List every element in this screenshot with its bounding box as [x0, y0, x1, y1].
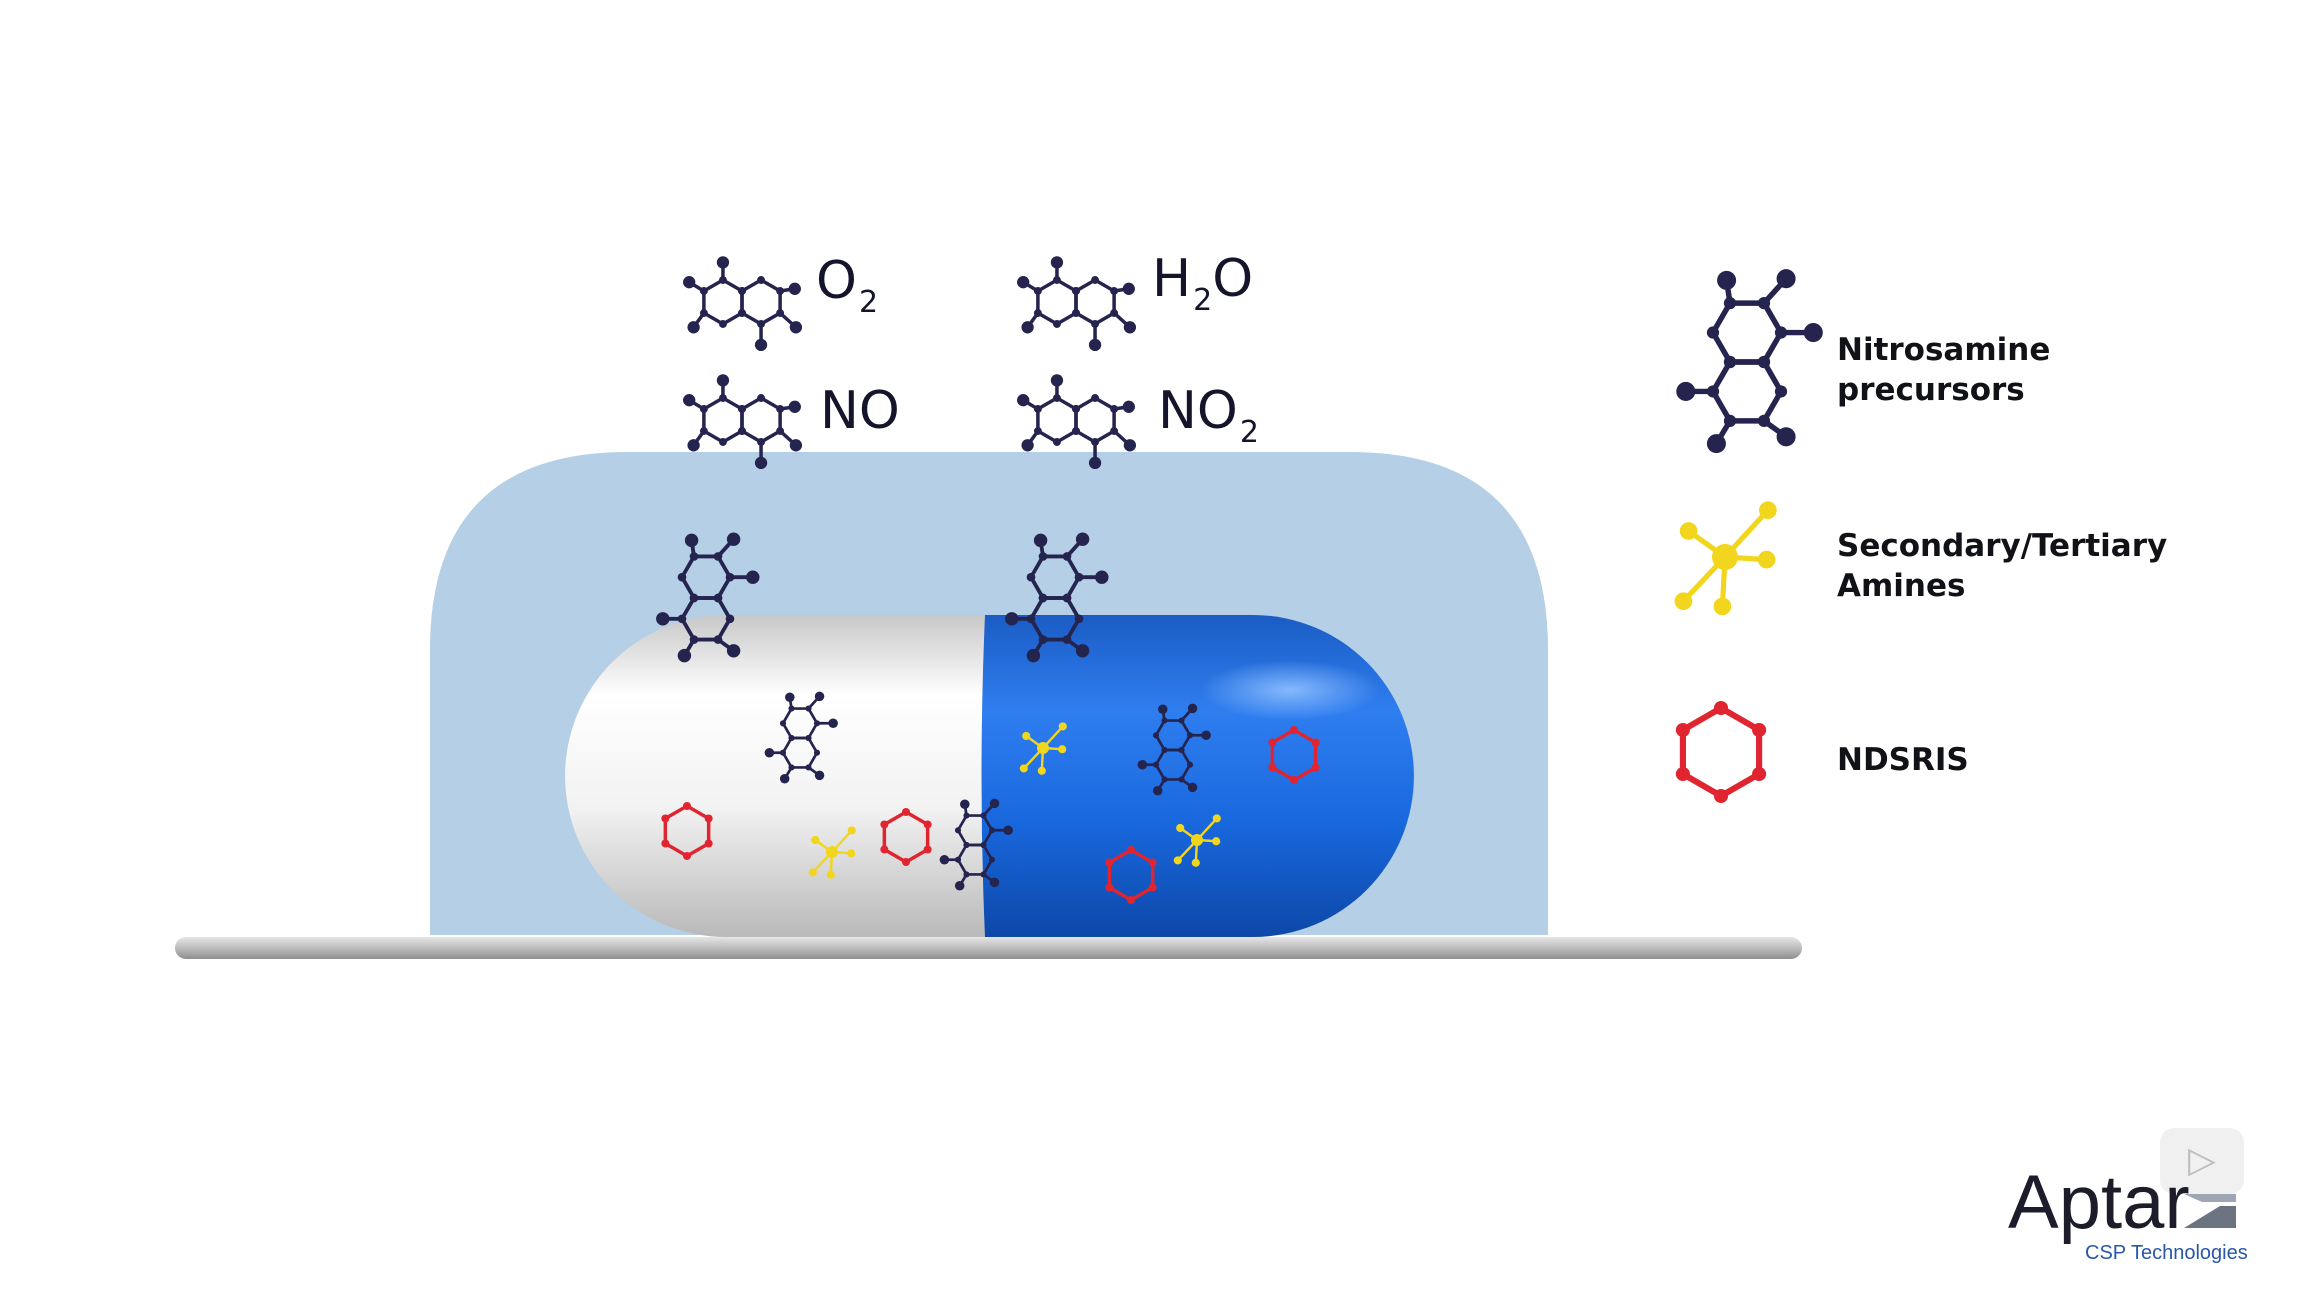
aptar-logo-text: Aptar [2008, 1160, 2190, 1245]
play-button[interactable]: ▷ [2160, 1128, 2244, 1194]
capsule-shine [1200, 660, 1380, 720]
legend-label-precursors: Nitrosamine precursors [1837, 330, 2050, 410]
nitrosamine-precursor-icon [1676, 269, 1823, 454]
nitrosamine-precursor-icon [939, 798, 1013, 891]
gas-label-nitric-oxide: NO [820, 385, 900, 437]
gas-oxygen-sub: 2 [858, 285, 879, 320]
ndsri-ring-icon [661, 802, 713, 860]
gas-no2-base: NO [1158, 381, 1238, 441]
nitrosamine-precursor-icon [764, 691, 838, 784]
nitrosamine-precursor-icon [1005, 532, 1109, 663]
amine-molecule-icon [1019, 722, 1067, 775]
gas-water-tail: O [1212, 249, 1254, 309]
base-plate [175, 937, 1802, 959]
legend-precursors-line1: Nitrosamine [1837, 332, 2051, 368]
amine-molecule-icon [808, 826, 856, 879]
legend-ndsris-line1: NDSRIS [1837, 742, 1969, 778]
legend-label-ndsris: NDSRIS [1837, 740, 1969, 780]
gas-label-oxygen: O2 [816, 255, 878, 318]
legend-amines-line2: Amines [1837, 568, 1966, 604]
ndsri-ring-icon [880, 808, 932, 866]
capsule-blue-half [981, 615, 1414, 937]
gas-oxygen-base: O [816, 251, 857, 311]
amine-molecule-icon [1674, 501, 1777, 616]
capsule [565, 615, 1414, 937]
molecules-layer [656, 256, 1823, 904]
aptar-logo-mark-icon [2184, 1194, 2236, 1228]
gas-water-base: H [1152, 249, 1192, 309]
nitrosamine-precursor-icon [656, 532, 760, 663]
nitrosamine-precursor-icon [1017, 256, 1137, 352]
ndsri-ring-icon [1268, 726, 1320, 784]
nitrosamine-precursor-icon [1137, 703, 1211, 796]
gas-label-nitrogen-dioxide: NO2 [1158, 385, 1259, 448]
legend-label-amines: Secondary/Tertiary Amines [1837, 526, 2167, 606]
ndsri-ring-icon [1105, 846, 1157, 904]
amine-molecule-icon [1173, 814, 1221, 867]
gas-water-sub: 2 [1193, 283, 1213, 318]
nitrosamine-precursor-icon [683, 374, 803, 470]
capsule-white-half [565, 615, 985, 937]
play-icon: ▷ [2188, 1140, 2216, 1181]
legend-amines-line1: Secondary/Tertiary [1837, 528, 2168, 564]
gas-no-base: NO [820, 381, 900, 441]
gas-label-water: H2O [1152, 253, 1253, 316]
gas-no2-sub: 2 [1239, 415, 1259, 450]
ndsri-ring-icon [1675, 700, 1767, 804]
aptar-logo-subtitle: CSP Technologies [2085, 1242, 2248, 1264]
nitrosamine-precursor-icon [1017, 374, 1137, 470]
nitrosamine-precursor-icon [683, 256, 803, 352]
legend-precursors-line2: precursors [1837, 372, 2025, 408]
